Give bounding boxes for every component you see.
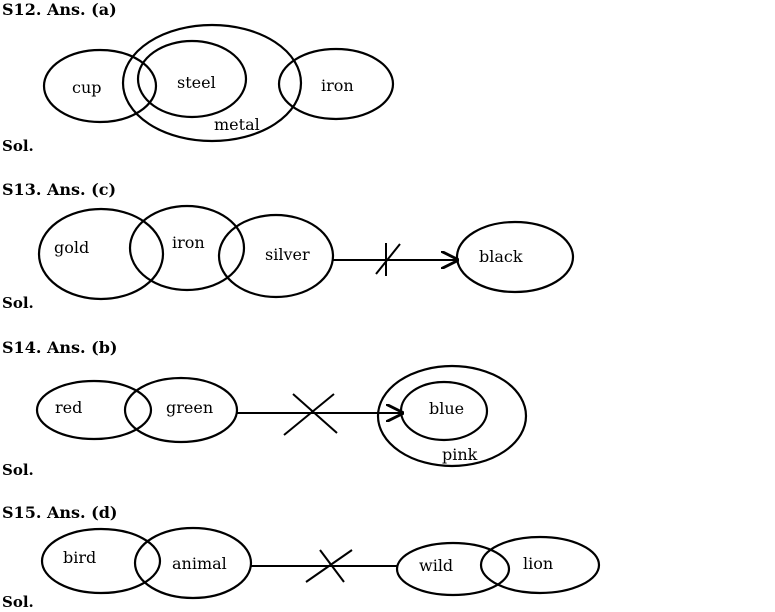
s12-label-cup: cup	[72, 78, 102, 97]
s12-steel-circle	[136, 39, 248, 119]
s14-heading: S14. Ans. (b)	[2, 338, 118, 357]
s14-diagram: red green blue pink	[35, 364, 528, 468]
s14-label-blue: blue	[429, 399, 464, 418]
s14-green-circle	[123, 376, 239, 444]
s15-cross-stroke-1	[305, 549, 353, 583]
s13-diagram: gold iron silver black	[37, 204, 575, 301]
s13-iron-circle	[128, 204, 246, 292]
s15-animal-circle	[133, 526, 253, 600]
s14-red-circle	[35, 379, 153, 441]
s15-heading: S15. Ans. (d)	[2, 503, 118, 522]
s15-lion-circle	[479, 535, 601, 595]
s15-cross-stroke-2	[319, 549, 345, 583]
s12-cup-circle	[42, 48, 158, 124]
s15-sol: Sol.	[2, 593, 34, 611]
s12-metal-circle	[121, 23, 303, 143]
s13-cross-stroke-1	[375, 243, 401, 275]
s15-label-bird: bird	[63, 548, 96, 567]
s14-label-red: red	[55, 398, 82, 417]
s15-wild-circle	[395, 541, 511, 597]
s13-label-black: black	[479, 247, 523, 266]
s13-silver-circle	[217, 213, 335, 299]
s14-cross-stroke-1	[283, 393, 335, 436]
s14-cross-stroke-2	[292, 393, 338, 434]
s15-bird-circle	[40, 527, 162, 595]
s12-diagram: cup steel metal iron	[42, 23, 395, 143]
s13-sol: Sol.	[2, 294, 34, 312]
s12-label-steel: steel	[177, 73, 216, 92]
s14-label-pink: pink	[442, 445, 478, 464]
s13-gold-circle	[37, 207, 165, 301]
s14-sol: Sol.	[2, 461, 34, 479]
s13-label-iron: iron	[172, 233, 205, 252]
s15-label-wild: wild	[419, 556, 453, 575]
s13-label-gold: gold	[54, 238, 89, 257]
s14-pink-circle	[376, 364, 528, 468]
s12-label-metal: metal	[214, 115, 260, 134]
s15-label-animal: animal	[172, 554, 227, 573]
s15-diagram: bird animal wild lion	[40, 526, 601, 600]
s13-heading: S13. Ans. (c)	[2, 180, 117, 199]
s13-label-silver: silver	[265, 245, 310, 264]
s14-label-green: green	[166, 398, 213, 417]
s12-heading: S12. Ans. (a)	[2, 0, 117, 19]
s12-iron-circle	[277, 47, 395, 121]
s12-label-iron: iron	[321, 76, 354, 95]
s12-sol: Sol.	[2, 137, 34, 155]
s15-label-lion: lion	[523, 554, 553, 573]
